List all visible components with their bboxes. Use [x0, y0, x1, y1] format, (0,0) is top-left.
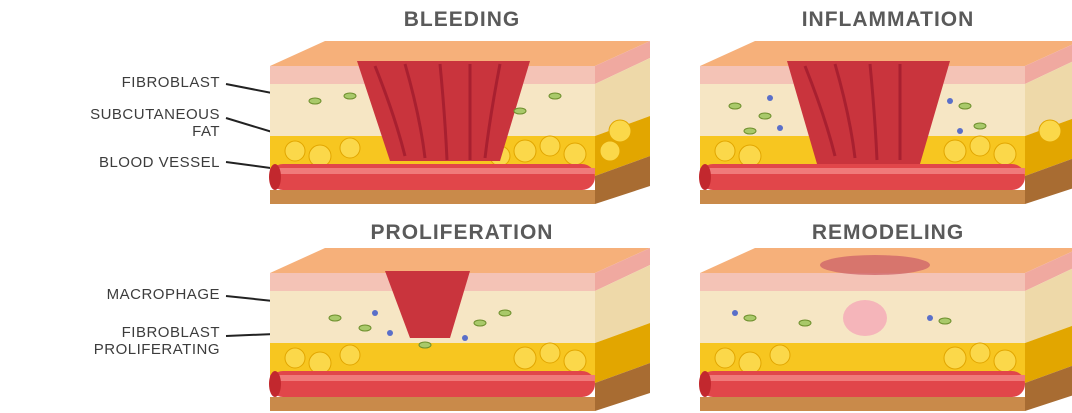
- label-fibroblast-prolif-line2: PROLIFERATING: [10, 341, 220, 358]
- label-fibroblast-proliferating: FIBROBLAST PROLIFERATING: [10, 324, 220, 358]
- panel-inflammation: [695, 36, 1072, 206]
- label-macrophage: MACROPHAGE: [30, 286, 220, 303]
- title-bleeding: BLEEDING: [312, 8, 612, 32]
- title-remodeling: REMODELING: [738, 221, 1038, 245]
- label-fibroblast-prolif-line1: FIBROBLAST: [10, 324, 220, 341]
- label-blood-vessel: BLOOD VESSEL: [20, 154, 220, 171]
- label-subcutaneous-fat: SUBCUTANEOUS FAT: [10, 106, 220, 140]
- panel-remodeling: [695, 243, 1072, 413]
- panel-proliferation: [265, 243, 655, 413]
- label-subcutaneous-line1: SUBCUTANEOUS: [10, 106, 220, 123]
- panel-bleeding: [265, 36, 655, 206]
- label-fibroblast: FIBROBLAST: [40, 74, 220, 91]
- label-subcutaneous-line2: FAT: [10, 123, 220, 140]
- title-proliferation: PROLIFERATION: [312, 221, 612, 245]
- title-inflammation: INFLAMMATION: [738, 8, 1038, 32]
